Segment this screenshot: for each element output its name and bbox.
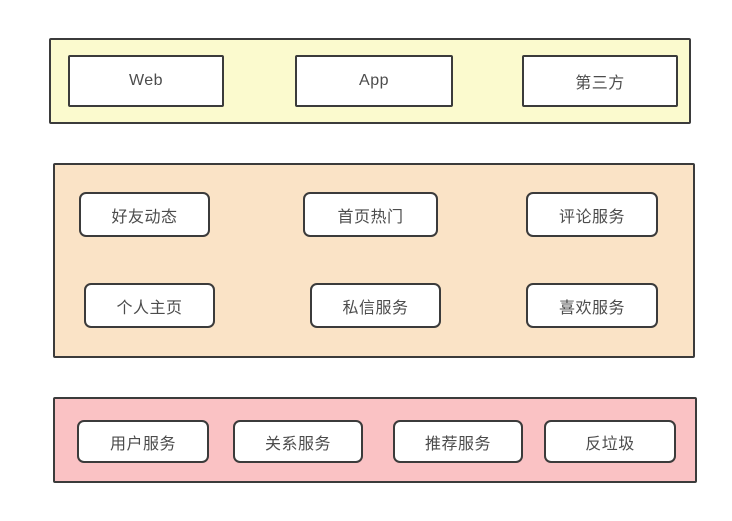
node-web: Web xyxy=(68,55,224,107)
node-recommend-service: 推荐服务 xyxy=(393,420,523,463)
node-user-service: 用户服务 xyxy=(77,420,209,463)
node-home-hot-service: 首页热门 xyxy=(303,192,438,237)
node-relation-service: 关系服务 xyxy=(233,420,363,463)
node-direct-message-service: 私信服务 xyxy=(310,283,441,328)
node-comment-service: 评论服务 xyxy=(526,192,658,237)
node-third-party: 第三方 xyxy=(522,55,678,107)
node-antispam-service: 反垃圾 xyxy=(544,420,676,463)
node-profile-page-service: 个人主页 xyxy=(84,283,215,328)
layer-client: Web App 第三方 xyxy=(49,38,691,124)
node-friend-feed-service: 好友动态 xyxy=(79,192,210,237)
node-app: App xyxy=(295,55,453,107)
layer-business-services: 好友动态 首页热门 评论服务 个人主页 私信服务 喜欢服务 xyxy=(53,163,695,358)
layer-platform-services: 用户服务 关系服务 推荐服务 反垃圾 xyxy=(53,397,697,483)
node-like-service: 喜欢服务 xyxy=(526,283,658,328)
